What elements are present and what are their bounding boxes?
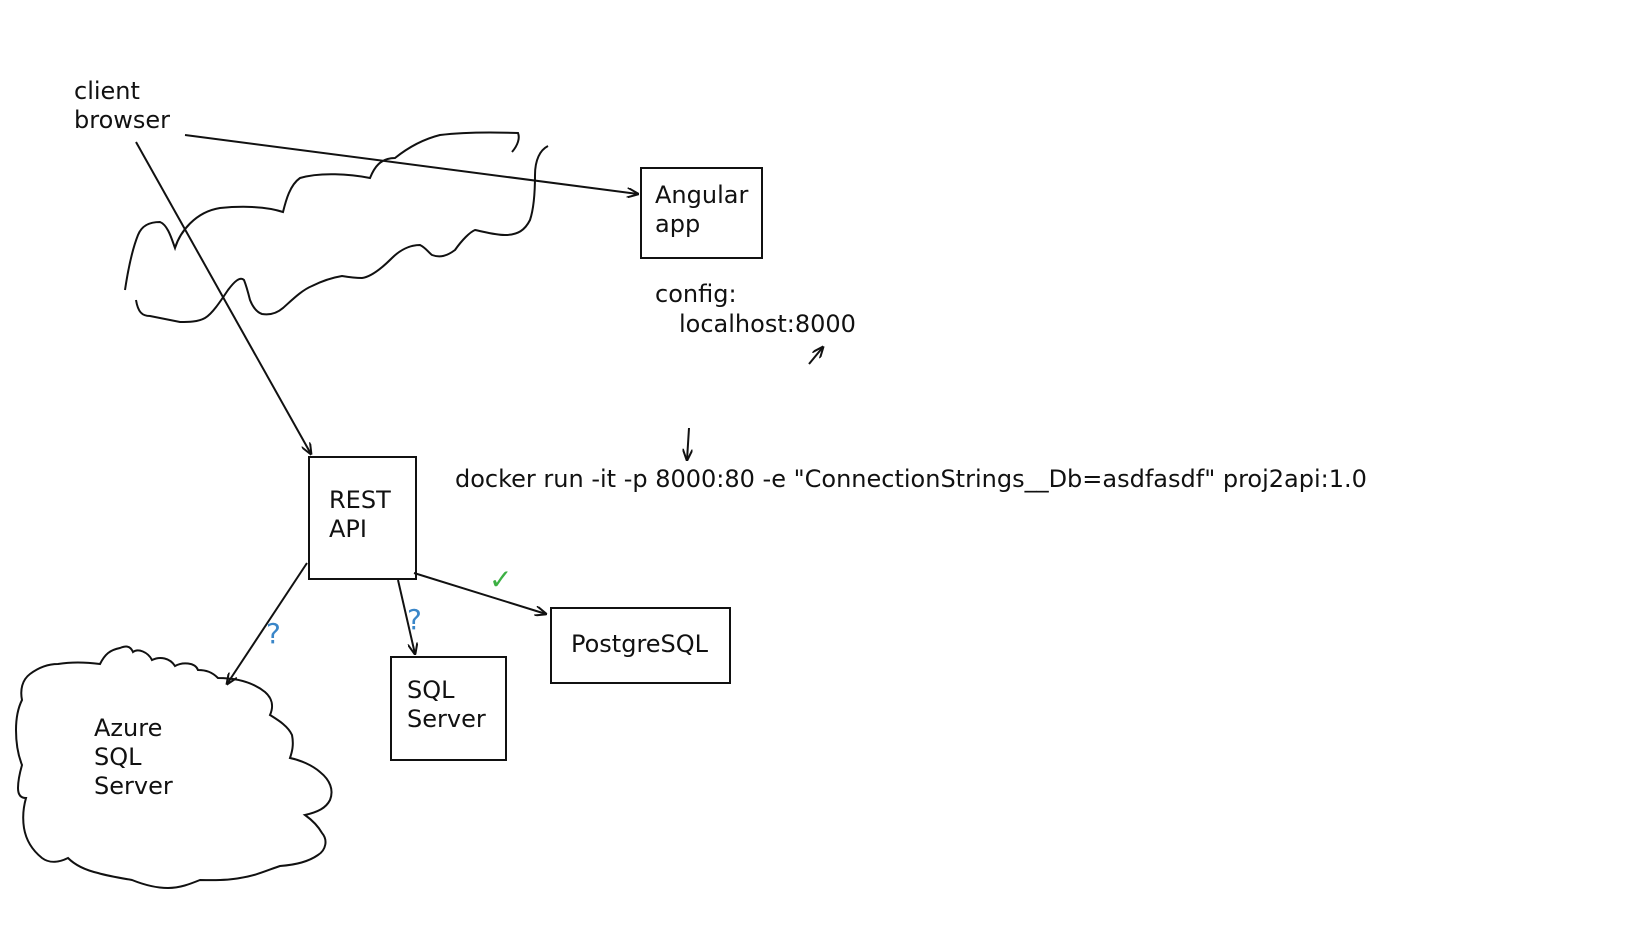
azure-sql-label: Azure SQL Server — [94, 714, 173, 801]
azure-label-line3: Server — [94, 772, 173, 800]
azure-cloud-outline — [14, 645, 333, 890]
sqlserver-label-line1: SQL — [407, 676, 455, 704]
sql-server-box — [390, 656, 507, 761]
docker-command-text: docker run -it -p 8000:80 -e "Connection… — [455, 465, 1367, 493]
sql-server-label: SQL Server — [407, 676, 486, 734]
angular-label-line1: Angular — [655, 181, 749, 209]
angular-app-box — [640, 167, 763, 259]
azure-label-line1: Azure — [94, 714, 163, 742]
rest-label-line2: API — [329, 515, 367, 543]
postgresql-label: PostgreSQL — [571, 630, 709, 658]
config-localhost-label: localhost:8000 — [679, 310, 856, 338]
arrow-rest-to-azure — [227, 562, 308, 684]
azure-question-mark: ? — [266, 617, 281, 650]
angular-app-label: Angular app — [655, 181, 748, 239]
arrow-client-to-rest-api — [135, 141, 311, 454]
rest-api-label: REST API — [329, 486, 391, 544]
arrow-client-to-angular — [184, 134, 638, 194]
rest-label-line1: REST — [329, 486, 391, 514]
postgres-check-mark: ✓ — [489, 563, 513, 596]
sqlserver-label-line2: Server — [407, 705, 486, 733]
rest-api-box — [308, 456, 417, 580]
arrow-port-up — [808, 347, 823, 365]
angular-label-line2: app — [655, 210, 701, 238]
azure-label-line2: SQL — [94, 743, 142, 771]
client-label-line1: client — [74, 77, 140, 105]
config-label: config: — [655, 280, 737, 308]
arrow-port-down — [687, 427, 689, 460]
arrow-rest-to-sqlserver — [397, 579, 415, 654]
freehand-scribble — [124, 131, 549, 324]
client-label-line2: browser — [74, 106, 171, 134]
arrow-rest-to-postgres — [413, 572, 546, 614]
postgresql-box — [550, 607, 731, 684]
sqlserver-question-mark: ? — [407, 603, 422, 636]
client-browser-label: client browser — [74, 77, 170, 135]
